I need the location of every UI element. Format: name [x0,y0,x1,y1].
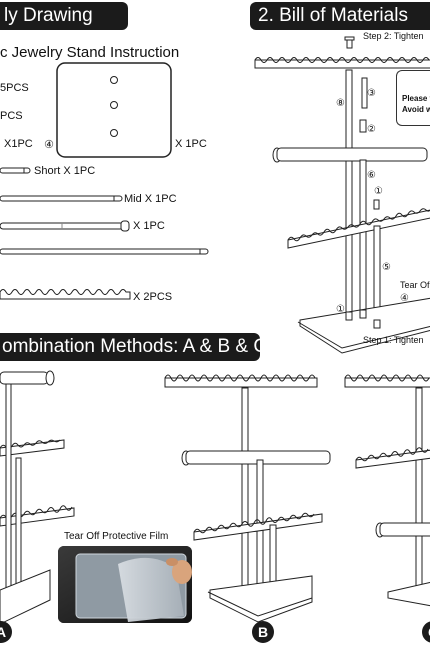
bill-of-materials-title: 2. Bill of Materials [258,5,408,26]
label-b: B [252,621,274,643]
bom-circle-6: ⑥ [367,170,376,181]
assembly-drawing-title: ly Drawing [4,5,93,26]
combination-methods-title: ombination Methods: A & B & C [2,336,260,357]
combination-methods-banner: ombination Methods: A & B & C [0,333,260,361]
base-plate-qty: X 1PC [175,138,207,150]
stand-c-drawing [344,374,430,607]
long-rod-qty: X 1PC [133,220,165,232]
long-rod-drawing [0,220,130,232]
bar-qty: X 2PCS [133,291,173,303]
mid-rod-label: Mid X 1PC [124,193,177,205]
base-plate-drawing [56,62,172,158]
bom-circle-4: ④ [400,293,409,304]
tear-off-film-label: Tear Off Protective Film [64,531,169,542]
jewelry-bar-drawing [0,289,131,300]
qty-x1pc: X1PC [4,138,33,150]
step1-label: Step 1: Tighten [363,335,424,345]
bom-circle-1-bottom: ① [336,304,345,315]
note-line-2: Avoid w [402,105,430,114]
longest-rod-drawing [0,248,209,255]
mid-rod-drawing [0,195,123,202]
note-line-1: Please t [402,94,430,103]
bom-stand-diagram [254,36,430,354]
instruction-title: c Jewelry Stand Instruction [0,44,180,61]
qty-5pcs: 5PCS [0,82,29,94]
bill-of-materials-banner: 2. Bill of Materials [250,2,430,30]
warning-note: Please t Avoid w [396,70,430,126]
short-rod-drawing [0,167,31,174]
bom-circle-1-top: ① [374,186,383,197]
circle-4-label: ④ [44,139,54,151]
label-a: A [0,621,12,643]
assembly-drawing-banner: ly Drawing [0,2,128,30]
label-c: C [422,621,430,643]
stand-b-drawing [164,374,331,623]
bom-circle-8: ⑧ [336,98,345,109]
bom-circle-2: ② [367,124,376,135]
bom-circle-3: ③ [367,88,376,99]
tear-off-label: Tear Of [400,280,430,290]
bom-circle-5: ⑤ [382,262,391,273]
protective-film-photo [58,546,192,623]
stand-a-drawing [0,370,75,625]
step2-label: Step 2: Tighten [363,31,424,41]
short-rod-label: Short X 1PC [34,165,96,177]
qty-pcs: PCS [0,110,23,122]
